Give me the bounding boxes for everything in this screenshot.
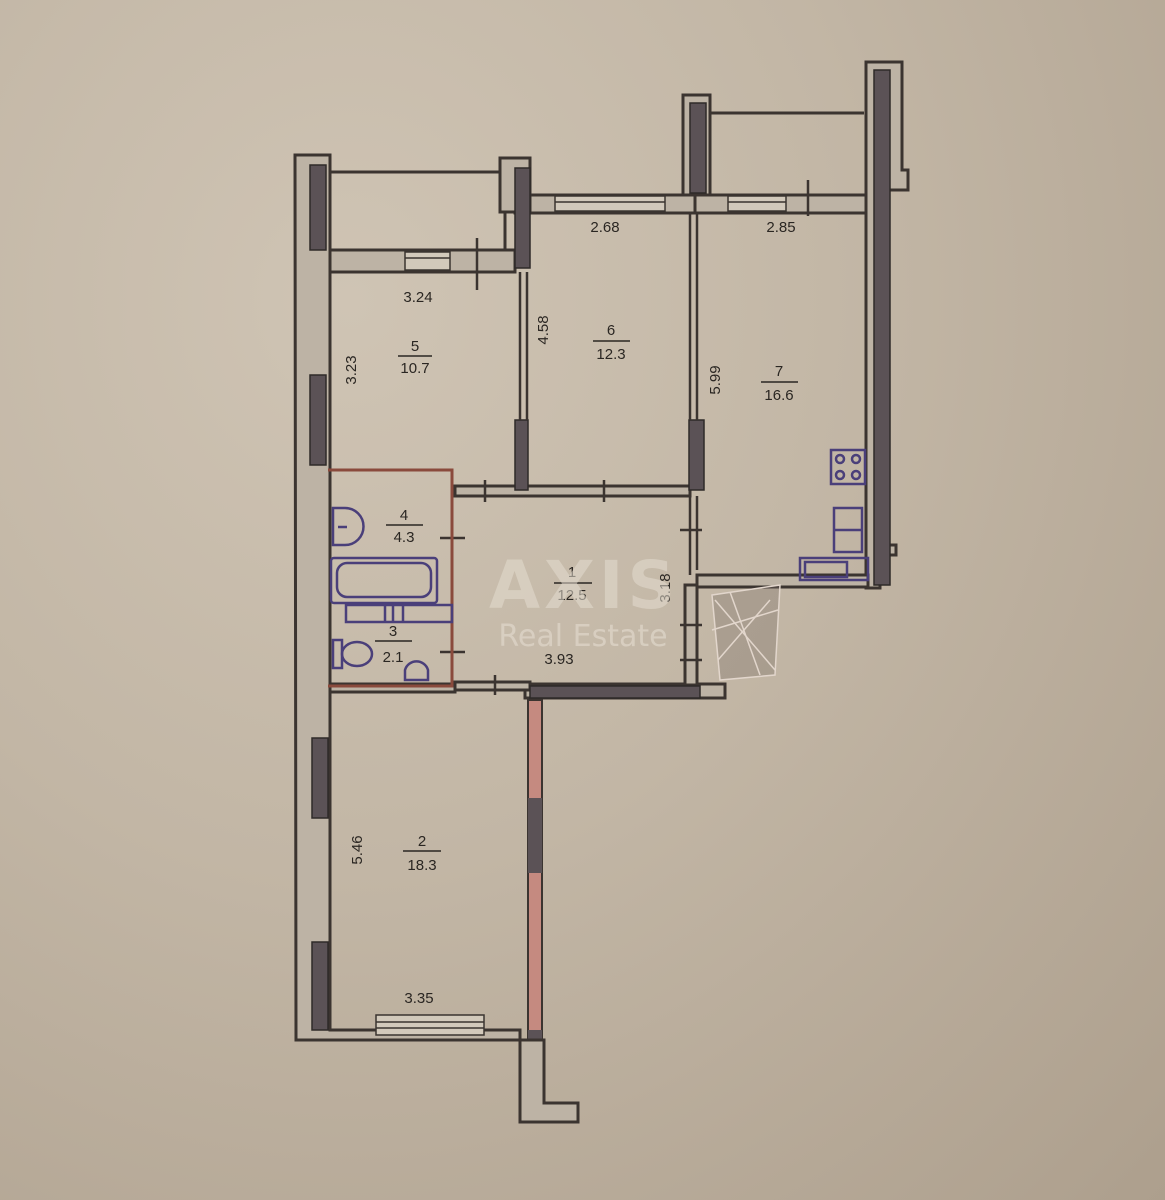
dimension-labels: 3.24 3.23 2.68 4.58 2.85 5.99 3.93 3.18 …: [343, 219, 796, 1007]
svg-text:1: 1: [568, 564, 576, 581]
dim-r1-depth: 3.18: [657, 573, 674, 602]
dim-r5-width: 3.24: [403, 289, 432, 306]
dim-r1-width: 3.93: [544, 651, 573, 668]
bathroom-sink-icon: [331, 506, 365, 547]
room-5-label: 5 10.7: [398, 338, 432, 377]
wet-zone: [328, 468, 454, 688]
room-3-label: 3 2.1: [375, 623, 412, 666]
svg-text:10.7: 10.7: [400, 360, 429, 377]
svg-text:2.1: 2.1: [383, 649, 404, 666]
room-1-label: 1 12.5: [554, 564, 592, 604]
watermark-subtitle: Real Estate: [498, 619, 667, 654]
dim-r2-depth: 5.46: [349, 835, 366, 864]
room-labels: 5 10.7 6 12.3 7 16.6 4 4.3 3 2.1: [375, 322, 798, 874]
dim-r7-depth: 5.99: [707, 365, 724, 394]
svg-text:3: 3: [389, 623, 397, 640]
svg-text:12.5: 12.5: [557, 587, 586, 604]
toilet-icon: [331, 638, 344, 670]
bearing-walls: [309, 69, 891, 1031]
windows: [375, 195, 787, 1036]
hatched-area: [711, 584, 781, 681]
svg-text:12.3: 12.3: [596, 346, 625, 363]
watermark: AXIS Real Estate: [489, 547, 679, 654]
toilet-sink-icon: [403, 660, 430, 682]
svg-text:4.3: 4.3: [394, 529, 415, 546]
dim-r7-width: 2.85: [766, 219, 795, 236]
kitchen-sink-icon: [798, 556, 870, 582]
dim-r5-depth: 3.23: [343, 355, 360, 384]
room-4-label: 4 4.3: [386, 507, 423, 546]
svg-text:4: 4: [400, 507, 408, 524]
svg-text:6: 6: [607, 322, 615, 339]
partitions: [440, 180, 810, 695]
bathtub-icon: [329, 556, 439, 605]
stove-icon: [829, 448, 867, 486]
watermark-brand: AXIS: [489, 547, 679, 624]
room-6-label: 6 12.3: [593, 322, 630, 363]
svg-text:5: 5: [411, 338, 419, 355]
dim-r6-depth: 4.58: [535, 315, 552, 344]
svg-text:7: 7: [775, 363, 783, 380]
svg-text:2: 2: [418, 833, 426, 850]
fixtures: [329, 448, 870, 682]
washbasin-counter-icon: [344, 603, 454, 624]
room-7-label: 7 16.6: [761, 363, 798, 404]
room-2-label: 2 18.3: [403, 833, 441, 874]
svg-text:16.6: 16.6: [764, 387, 793, 404]
dim-r6-width: 2.68: [590, 219, 619, 236]
svg-text:18.3: 18.3: [407, 857, 436, 874]
dim-r2-width: 3.35: [404, 990, 433, 1007]
